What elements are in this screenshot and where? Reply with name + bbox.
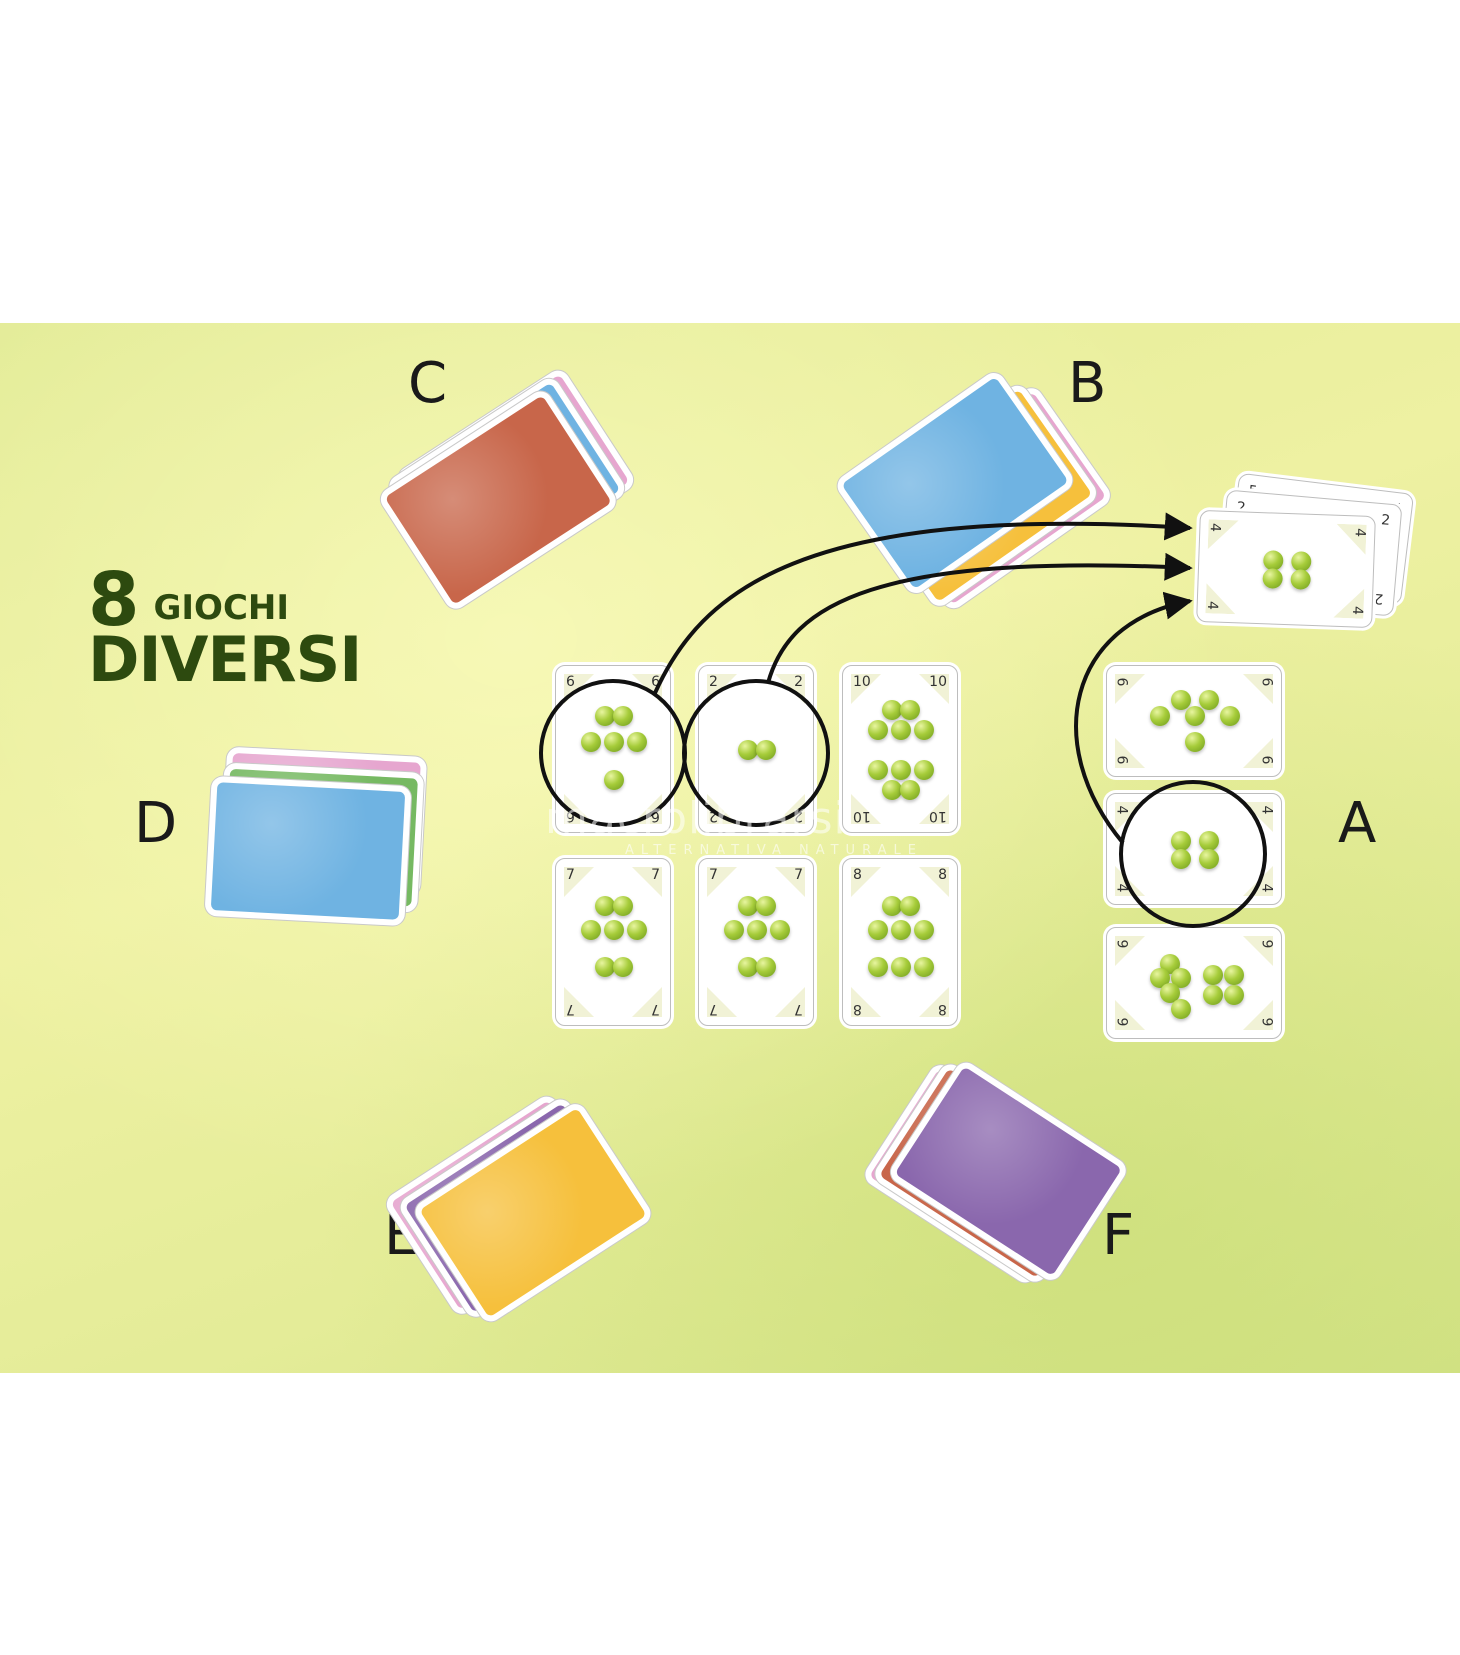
deck-player-f[interactable] xyxy=(860,1058,1131,1287)
card-index: 7 xyxy=(566,867,575,883)
pip xyxy=(594,706,615,727)
pip xyxy=(1199,689,1220,710)
card-pips xyxy=(1107,794,1281,904)
pip xyxy=(900,896,921,917)
pip xyxy=(594,956,615,977)
pip xyxy=(756,740,777,760)
pip xyxy=(604,770,624,791)
pip xyxy=(1185,732,1205,753)
pip xyxy=(867,956,888,977)
pip xyxy=(914,919,935,940)
deck-card-back xyxy=(204,775,412,927)
watermark-brand: macrolibrarsi xyxy=(545,793,847,844)
pip xyxy=(1223,985,1244,1006)
pip xyxy=(1170,848,1191,869)
pip xyxy=(770,919,791,940)
pip xyxy=(613,956,634,977)
pip xyxy=(867,760,888,781)
pip xyxy=(891,919,911,940)
card-index: 8 xyxy=(938,867,947,883)
card-pips xyxy=(843,666,957,832)
player-label-b: B xyxy=(1068,351,1107,416)
card-pips xyxy=(1107,666,1281,776)
pip xyxy=(867,719,888,740)
pip xyxy=(1290,569,1312,590)
pip xyxy=(1262,568,1283,589)
pip xyxy=(867,919,888,940)
pip xyxy=(580,919,601,940)
pip xyxy=(900,780,921,801)
pip xyxy=(747,919,767,940)
title-word-small: GIOCHI xyxy=(153,588,290,628)
pip xyxy=(613,706,634,727)
card-pips xyxy=(699,859,813,1025)
pip xyxy=(737,740,758,760)
pip xyxy=(613,896,634,917)
pip xyxy=(1202,965,1223,986)
pip xyxy=(881,780,902,801)
card-index: 2 xyxy=(1373,589,1385,607)
deck-player-d[interactable] xyxy=(204,746,428,927)
watermark-tagline: ALTERNATIVA NATURALE xyxy=(625,843,923,858)
pip xyxy=(1202,985,1223,1006)
pip xyxy=(723,919,744,940)
player-label-c: C xyxy=(408,351,448,416)
pip xyxy=(891,719,911,740)
pip xyxy=(891,760,911,781)
pip xyxy=(900,699,921,720)
pip xyxy=(891,956,911,977)
pip xyxy=(627,731,648,752)
player-label-d: D xyxy=(134,791,178,856)
pip xyxy=(1185,706,1205,727)
deck-player-e[interactable] xyxy=(382,1092,656,1329)
pip xyxy=(1170,998,1191,1019)
pip xyxy=(881,896,902,917)
pip xyxy=(737,896,758,917)
pip xyxy=(737,956,758,977)
card-index: 7 xyxy=(794,867,803,883)
pip xyxy=(1220,706,1241,727)
pip xyxy=(1160,982,1181,1003)
pip xyxy=(756,896,777,917)
player-label-f: F xyxy=(1102,1203,1135,1268)
card-index: 2 xyxy=(1380,512,1391,529)
player-label-a: A xyxy=(1338,791,1377,856)
pip xyxy=(604,731,624,752)
pip xyxy=(914,760,935,781)
pip xyxy=(1223,965,1244,986)
pip xyxy=(604,919,624,940)
card-pips xyxy=(556,859,670,1025)
pip xyxy=(1199,848,1220,869)
pip xyxy=(756,956,777,977)
pip xyxy=(1170,968,1191,989)
pip xyxy=(881,699,902,720)
card-index: 7 xyxy=(651,867,660,883)
card-index: 7 xyxy=(709,867,718,883)
card-index: 8 xyxy=(853,867,862,883)
pip xyxy=(1170,689,1191,710)
title-word-big: DIVERSI xyxy=(88,623,362,696)
title-number: 8 xyxy=(88,557,140,643)
pip xyxy=(580,731,601,752)
pip xyxy=(914,719,935,740)
card-pips xyxy=(1197,511,1375,627)
pip xyxy=(914,956,935,977)
deck-player-b[interactable] xyxy=(832,368,1115,613)
card-pips xyxy=(1107,928,1281,1038)
pip xyxy=(627,919,648,940)
pip xyxy=(594,896,615,917)
pip xyxy=(1149,706,1170,727)
card-pips xyxy=(843,859,957,1025)
